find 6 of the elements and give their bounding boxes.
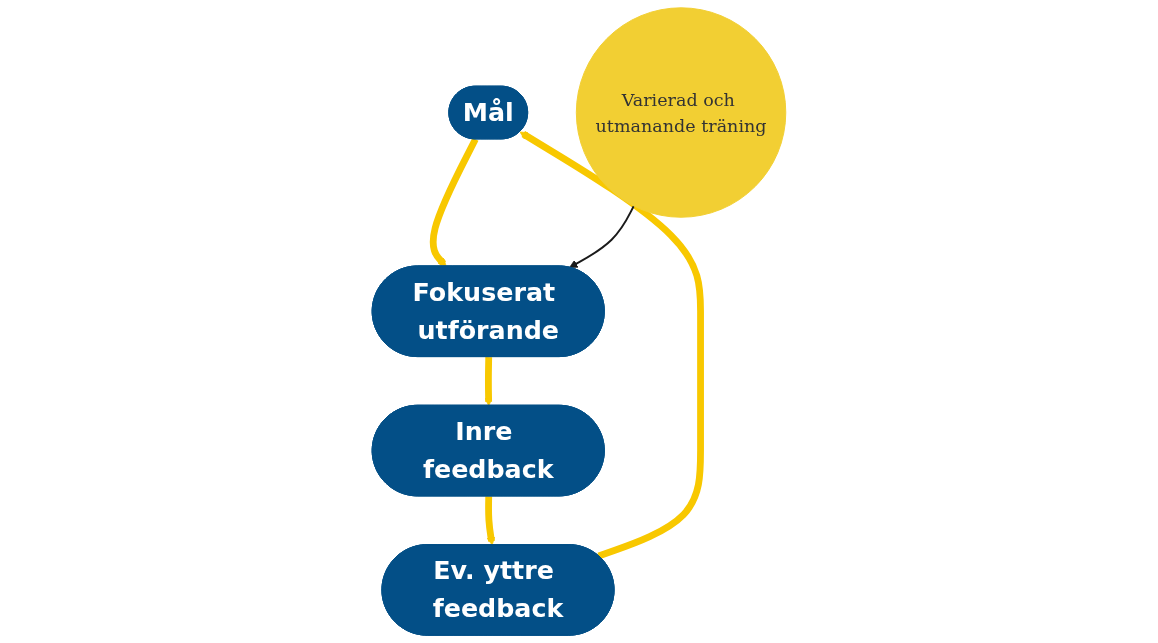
arrow	[484, 357, 493, 407]
node-circle: Varierad och utmanande träning	[575, 7, 787, 218]
arrow	[519, 131, 704, 560]
arrow	[485, 496, 496, 546]
arrow	[429, 137, 479, 267]
arrow	[569, 205, 635, 268]
